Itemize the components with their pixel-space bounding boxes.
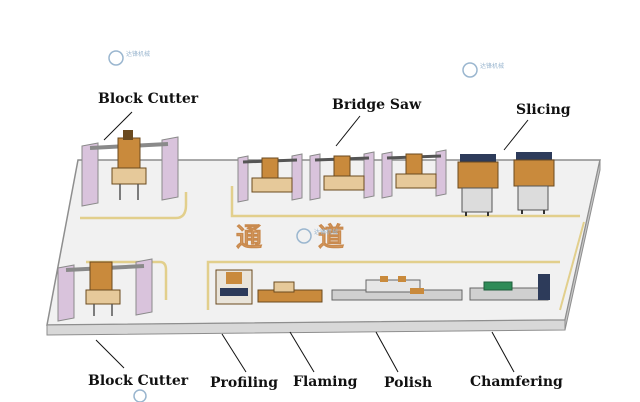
leader-lines: [95, 111, 529, 373]
block-cutter-bottom-machine: [57, 258, 153, 322]
leader-bridge-saw: [335, 115, 361, 147]
floor-slab-edge-right: [564, 159, 601, 331]
slicing-machine-2: [513, 152, 555, 214]
lane-line-right-edge: [559, 221, 585, 311]
bridge-saw-unit-2: [309, 151, 375, 201]
leader-profiling: [221, 333, 247, 373]
lane-line-top-left: [80, 192, 188, 220]
leader-block-cutter-top: [103, 111, 133, 141]
watermark-logo-1: 达锋机械: [108, 50, 150, 66]
label-block-cutter-bottom: Block Cutter: [88, 373, 189, 389]
flaming-machine: [257, 281, 323, 303]
aisle-char-1: 通: [236, 223, 262, 253]
label-polish: Polish: [384, 375, 432, 391]
bridge-saw-unit-1: [237, 153, 303, 203]
profiling-machine: [215, 269, 253, 305]
leader-flaming: [289, 331, 315, 373]
label-profiling: Profiling: [210, 375, 278, 391]
leader-chamfering: [491, 331, 515, 373]
watermark-text-1: 达锋机械: [126, 50, 150, 58]
chamfering-line: [469, 274, 550, 301]
slicing-machine-1: [457, 154, 499, 216]
watermark-logo-2: 达锋机械: [462, 62, 504, 78]
lane-line-top-right: [230, 186, 580, 218]
watermark-logo-4: [133, 389, 147, 402]
label-block-cutter-top: Block Cutter: [98, 91, 199, 107]
label-bridge-saw: Bridge Saw: [332, 97, 422, 113]
block-cutter-top-machine: [81, 130, 179, 207]
watermark-logo-3: 达锋机械: [296, 228, 338, 244]
label-flaming: Flaming: [293, 374, 358, 390]
watermark-text-3: 达锋机械: [314, 228, 338, 236]
lane-line-bottom-right: [206, 260, 560, 310]
watermark-text-2: 达锋机械: [480, 62, 504, 70]
leader-block-cutter-bottom: [95, 339, 125, 369]
leader-polish: [375, 331, 399, 373]
label-chamfering: Chamfering: [470, 374, 563, 390]
leader-slicing: [503, 119, 529, 151]
label-slicing: Slicing: [516, 102, 571, 118]
polish-line: [331, 276, 463, 301]
bridge-saw-unit-3: [381, 149, 447, 199]
aisle-char-2: 道: [318, 222, 344, 253]
lane-line-mid: [86, 260, 168, 300]
